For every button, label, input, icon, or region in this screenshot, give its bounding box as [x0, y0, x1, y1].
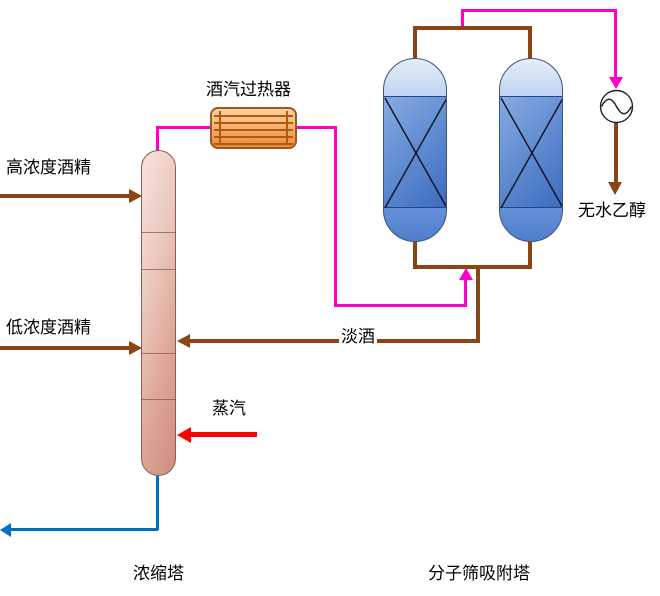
sieve-packing-section [500, 96, 562, 209]
sieve-tower-left [383, 58, 447, 242]
label-steam: 蒸汽 [212, 399, 246, 418]
end-cap-line [219, 111, 221, 145]
high-alcohol-feed-line [0, 194, 131, 198]
sieve-left-top-stub [413, 28, 417, 60]
label-anhydrous-ethanol: 无水乙醇 [578, 201, 646, 220]
weak-alcohol-return-line [190, 339, 479, 343]
product-vapor-tap [461, 10, 464, 28]
sieve-top-manifold [413, 26, 532, 30]
tube-line [214, 136, 293, 138]
vapor-line-downcomer [334, 126, 337, 307]
tube-line [214, 129, 293, 131]
label-low-concentration-alcohol: 低浓度酒精 [6, 318, 91, 337]
tray-line [142, 269, 175, 270]
tray-line [142, 232, 175, 233]
product-vapor-header [461, 9, 617, 12]
label-vapor-superheater: 酒汽过热器 [206, 80, 291, 99]
sieve-tower-right [499, 58, 563, 242]
tray-line [142, 399, 175, 400]
tray-line [142, 353, 175, 354]
product-vapor-to-condenser [614, 9, 617, 78]
ethanol-product-arrow [608, 182, 622, 195]
packing-cross-icon [384, 97, 446, 209]
water-outlet-drop [156, 474, 159, 530]
sieve-right-top-stub [528, 28, 532, 60]
water-outlet-line [10, 528, 158, 531]
label-high-concentration-alcohol: 高浓度酒精 [6, 158, 91, 177]
tube-line [214, 115, 293, 117]
sieve-bottom-manifold [413, 265, 532, 269]
vapor-arrow-into-sieve [459, 268, 473, 280]
label-molecular-sieve-tower: 分子筛吸附塔 [428, 564, 530, 583]
weak-alcohol-downcomer [476, 267, 480, 343]
steam-line [191, 432, 257, 437]
concentration-tower-vessel [141, 150, 176, 476]
low-alcohol-feed-arrow [129, 341, 142, 355]
end-cap-line [286, 111, 288, 145]
sieve-left-bottom-stub [413, 240, 417, 267]
tube-line [214, 122, 293, 124]
ethanol-product-line [614, 122, 618, 184]
steam-arrow [177, 427, 191, 443]
vapor-arrow-into-condenser [609, 77, 623, 89]
sieve-packing-section [384, 96, 446, 209]
low-alcohol-feed-line [0, 346, 131, 350]
label-weak-alcohol: 淡酒 [339, 327, 377, 347]
vapor-line-column-riser [156, 127, 159, 152]
weak-alcohol-return-arrow [177, 334, 190, 348]
vapor-superheater-vessel [210, 107, 297, 149]
tube-line [214, 143, 293, 145]
packing-cross-icon [500, 97, 562, 209]
sieve-right-bottom-stub [528, 240, 532, 267]
vapor-line-to-sieve [334, 304, 467, 307]
high-alcohol-feed-arrow [129, 189, 142, 203]
vapor-line-sieve-riser [464, 279, 467, 307]
condenser-icon [598, 88, 635, 125]
water-outlet-arrow [0, 523, 11, 537]
label-concentration-tower: 浓缩塔 [133, 564, 184, 583]
